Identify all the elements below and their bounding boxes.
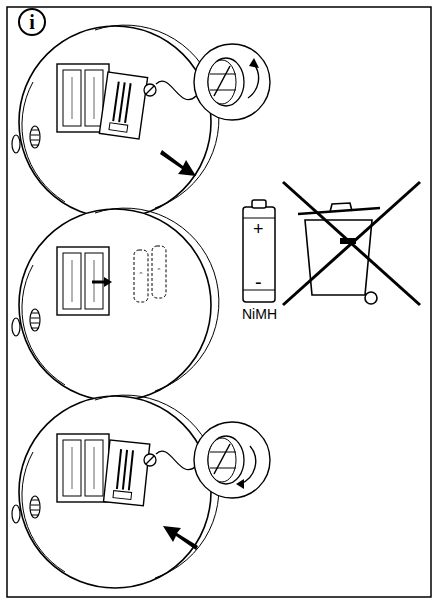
polarity-mark: - [255, 272, 262, 292]
info-icon: i [18, 8, 46, 36]
info-letter: i [29, 12, 35, 32]
battery-type: NiMH [242, 307, 277, 321]
svg-text:^: ^ [158, 267, 161, 273]
polarity-mark: + [253, 220, 264, 238]
svg-text:^: ^ [140, 271, 143, 277]
